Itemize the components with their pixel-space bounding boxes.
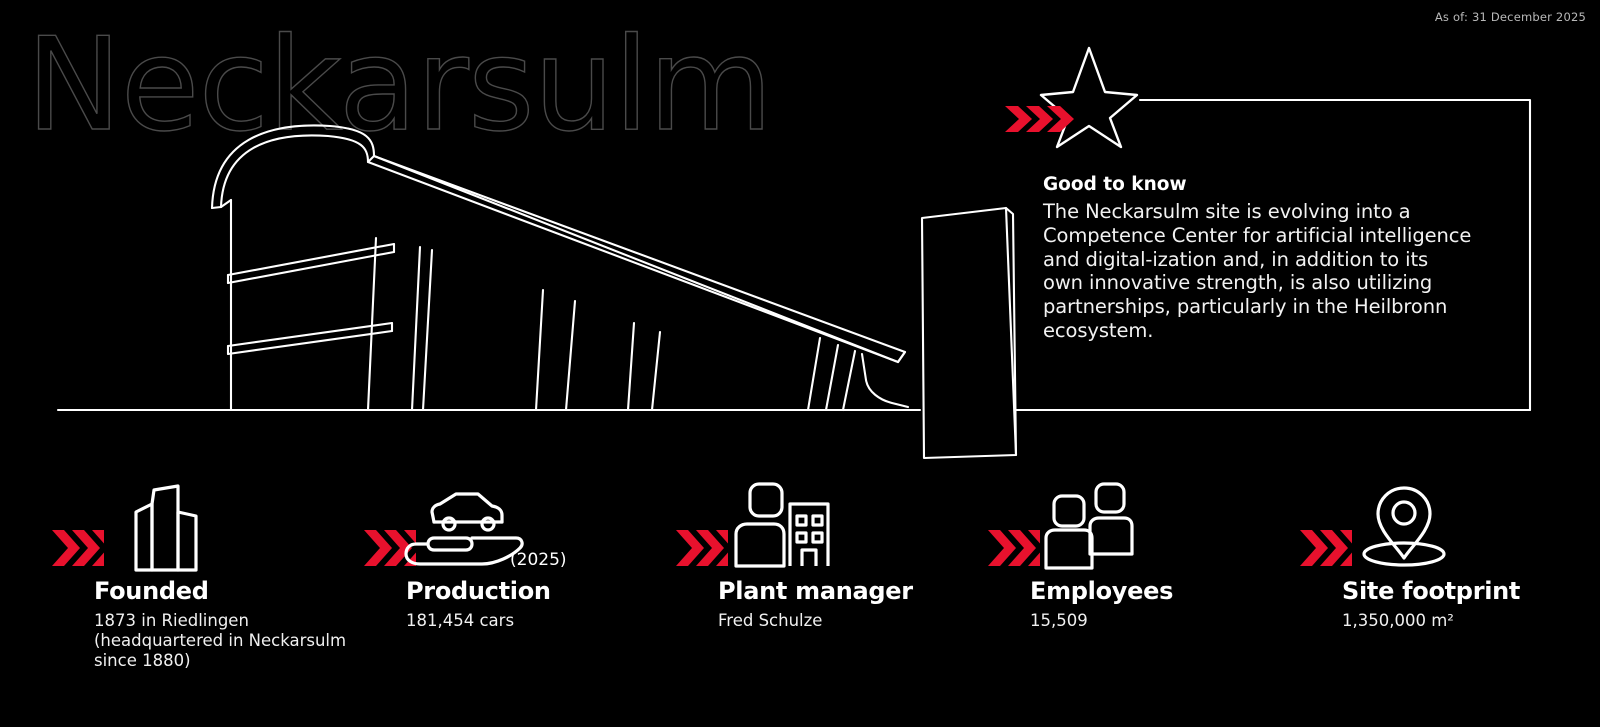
roof-tip-cap bbox=[896, 350, 907, 364]
stat-value: 15,509 bbox=[1030, 610, 1088, 630]
stat-title: Site footprint bbox=[1342, 577, 1521, 605]
map-pin-icon bbox=[1362, 486, 1446, 567]
stats-row: Founded 1873 in Riedlingen (headquartere… bbox=[0, 478, 1600, 727]
roof-slab-inner bbox=[372, 154, 900, 364]
hall-band-2-top bbox=[226, 321, 394, 348]
two-people-icon bbox=[1044, 482, 1134, 570]
good-to-know-callout: Good to know The Neckarsulm site is evol… bbox=[1043, 174, 1473, 343]
page-title: Neckarsulm bbox=[25, 11, 773, 160]
good-to-know-title: Good to know bbox=[1043, 174, 1187, 195]
chevron-accent-star bbox=[1005, 106, 1074, 132]
stat-title: Founded bbox=[94, 577, 209, 605]
site-illustration bbox=[56, 46, 1532, 460]
star-icon bbox=[1039, 46, 1139, 149]
stat-icon-row bbox=[1296, 478, 1600, 578]
hall-left-shoulder bbox=[219, 198, 233, 209]
as-of-date: As of: 31 December 2025 bbox=[1434, 10, 1586, 24]
stat-plant-manager: Plant manager Fred Schulze bbox=[672, 478, 984, 727]
hall-face-edge-3 bbox=[421, 248, 434, 412]
good-to-know-body: The Neckarsulm site is evolving into a C… bbox=[1043, 200, 1472, 342]
stat-employees: Employees 15,509 bbox=[984, 478, 1296, 727]
wing-edge-3 bbox=[841, 349, 857, 412]
wing-edge-1 bbox=[806, 336, 822, 412]
chevron-accent-icon bbox=[676, 530, 728, 566]
hall-face-edge-2 bbox=[410, 245, 422, 412]
stat-production: (2025) Production 181,454 cars bbox=[360, 478, 672, 727]
body-edge-2 bbox=[564, 299, 577, 412]
callout-frame bbox=[1138, 98, 1532, 412]
chevron-accent-icon bbox=[1300, 530, 1352, 566]
chevron-accent-icon bbox=[988, 530, 1040, 566]
stat-icon-row bbox=[48, 478, 360, 578]
chevron-accent-icon bbox=[52, 530, 104, 566]
stat-title: Production bbox=[406, 577, 551, 605]
wing-round-corner bbox=[860, 352, 910, 409]
hall-arch-outer bbox=[210, 124, 376, 210]
hall-face-edge-1 bbox=[366, 236, 378, 412]
stat-value: 1,350,000 m² bbox=[1342, 610, 1454, 630]
stat-founded: Founded 1873 in Riedlingen (headquartere… bbox=[48, 478, 360, 727]
body-edge-3 bbox=[626, 321, 636, 412]
stat-site-footprint: Site footprint 1,350,000 m² bbox=[1296, 478, 1600, 727]
stat-title: Plant manager bbox=[718, 577, 913, 605]
wing-edge-2 bbox=[824, 343, 840, 412]
stat-value: 181,454 cars bbox=[406, 610, 515, 630]
stat-icon-row bbox=[672, 478, 984, 578]
buildings-icon bbox=[134, 484, 198, 572]
hall-arch-inner bbox=[219, 134, 370, 209]
car-in-hand-icon bbox=[404, 492, 524, 566]
stat-value: Fred Schulze bbox=[718, 610, 823, 630]
hall-band-1-bottom bbox=[226, 250, 396, 285]
stat-year-note: (2025) bbox=[510, 550, 567, 570]
body-edge-1 bbox=[534, 288, 545, 412]
person-building-icon bbox=[734, 482, 830, 568]
tower-slab bbox=[920, 206, 1018, 460]
stat-icon-row: (2025) bbox=[360, 478, 672, 578]
stat-value: 1873 in Riedlingen (headquartered in Nec… bbox=[94, 610, 347, 670]
hall-arch-cap bbox=[210, 205, 223, 210]
hall-band-1-top bbox=[226, 242, 396, 277]
tower-slab-side bbox=[1004, 206, 1018, 457]
stat-title: Employees bbox=[1030, 577, 1174, 605]
body-edge-4 bbox=[650, 330, 662, 412]
stat-icon-row bbox=[984, 478, 1296, 578]
hall-band-2-bottom bbox=[226, 329, 394, 356]
